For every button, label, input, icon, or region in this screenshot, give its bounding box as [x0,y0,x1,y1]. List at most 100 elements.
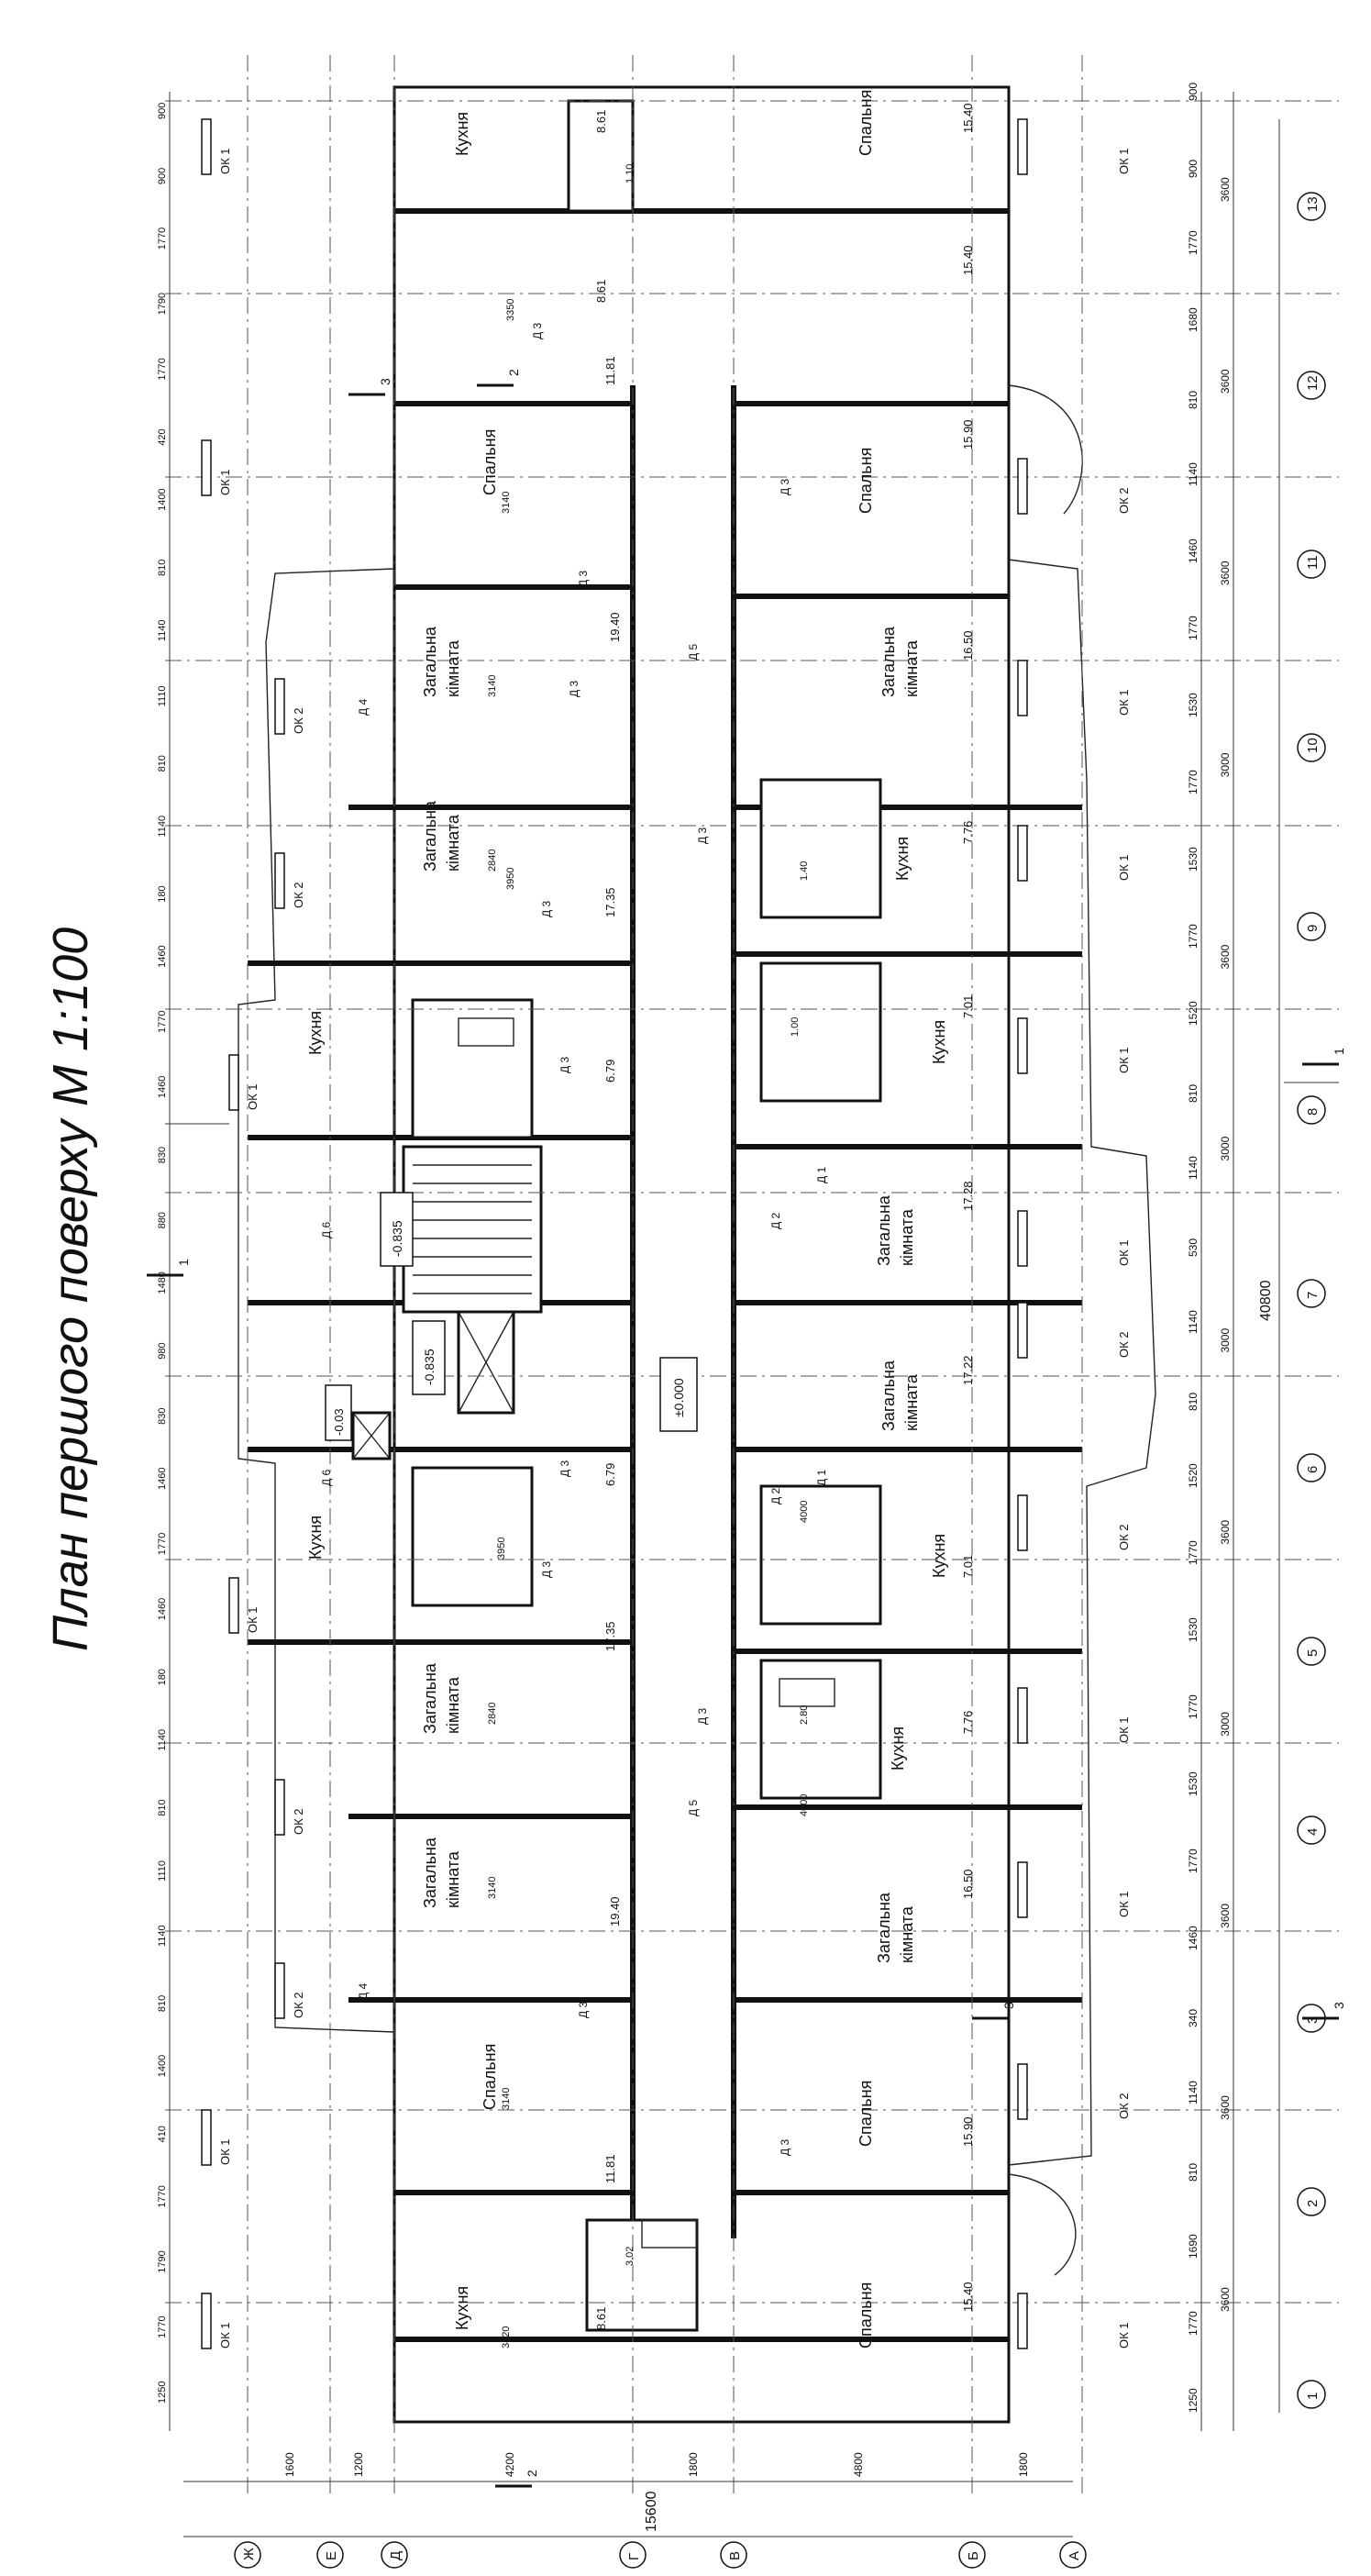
room-label-bedroom: Спальня [857,90,875,156]
top-dim-text: 1140 [157,1729,168,1751]
door-label: Д 3 [558,1460,571,1477]
side-dim-text: 4200 [503,2452,516,2477]
top-dim-text: 180 [157,885,168,902]
bottom-dim-text: 1770 [1187,1540,1200,1565]
window-label: ОК 2 [1117,1524,1131,1550]
top-dim-text: 180 [157,1669,168,1685]
axis-bubble-letter [316,2541,344,2569]
room-area: 15.40 [961,103,975,133]
room-label-living: кімната [902,1373,921,1431]
top-dim-text: 980 [157,1342,168,1359]
door-label: Д 3 [779,2139,791,2156]
window-opening [1017,825,1028,882]
top-dim-text: 1460 [157,1598,168,1620]
module-dim-text: 3600 [1219,561,1232,585]
room-label-kitchen: Кухня [306,1516,325,1560]
module-dim-text: 3000 [1219,1712,1232,1737]
window-label: ОК 2 [292,707,305,734]
window-label: ОК 1 [218,2138,232,2165]
room-area: 16.50 [961,1869,975,1899]
door-label: Д 4 [357,1983,370,2000]
door-label: Д 3 [540,1561,553,1578]
bottom-dim-text: 1520 [1187,1001,1200,1026]
bottom-dim-text: 1770 [1187,2311,1200,2336]
top-dim-text: 1110 [157,685,168,706]
side-dim-text: 1200 [352,2452,365,2477]
axis-letter-label: В [727,2551,743,2560]
room-dim-text: 3420 [501,2326,512,2348]
room-label-living: кімната [898,1905,916,1963]
room-area: 17.35 [603,1621,617,1651]
window-opening [1017,458,1028,515]
room-area: 8.61 [594,2307,608,2330]
side-dim-text: 1800 [687,2452,700,2477]
side-dim-text: 1800 [1017,2452,1030,2477]
plan-title: План першого поверху М 1:100 [43,927,98,1651]
room-area: 11.81 [603,2154,617,2183]
axis-bubble-number [1297,733,1326,762]
module-dim-text: 3600 [1219,1520,1232,1545]
top-dim-text: 830 [157,1407,168,1424]
axis-bubble-number [1297,912,1326,941]
top-dim-text: 900 [157,103,168,119]
door-label: Д 1 [815,1470,828,1486]
axis-number-label: 13 [1305,196,1321,212]
window-label: ОК 1 [1117,2322,1131,2348]
overall-width-dim: 15600 [644,2491,659,2532]
dimension-texts: 1250177016908101140340146017701530177015… [157,83,1232,2477]
room-area: 11.81 [603,356,617,385]
door-label: Д 3 [531,323,544,339]
top-dim-text: 880 [157,1212,168,1228]
axis-number-label: 6 [1305,1466,1321,1473]
bottom-dim-text: 1770 [1187,1849,1200,1873]
window-opening [1017,2293,1028,2349]
axis-bubble-letter [381,2541,408,2569]
section-mark-label: 1 [1332,1048,1346,1055]
axis-number-label: 3 [1305,2016,1321,2024]
room-label-bedroom: Спальня [481,429,499,495]
bottom-dim-text: 900 [1187,160,1200,178]
axis-bubble-letter [1059,2541,1087,2569]
bottom-dim-text: 1460 [1187,539,1200,563]
room-label-living: кімната [444,1676,462,1734]
room-label-living: Загальна [421,1662,439,1734]
room-area: 15.90 [961,419,975,450]
section-mark-label: 2 [506,369,521,376]
floor-level-mark: ±0.000 [671,1378,686,1417]
axis-bubble-letter [619,2541,647,2569]
window-label: ОК 1 [218,148,232,174]
window-label: ОК 1 [218,2322,232,2348]
window-label: ОК 2 [1117,1331,1131,1358]
top-dim-text: 810 [157,755,168,772]
axis-bubble-number [1297,1453,1326,1482]
axis-number-label: 12 [1305,375,1321,391]
top-dim-text: 810 [157,1799,168,1815]
bottom-dim-text: 1690 [1187,2234,1200,2259]
bottom-dim-text: 900 [1187,83,1200,101]
room-area: 7.76 [961,1711,975,1734]
axis-bubble-number [1297,192,1326,221]
window-opening [201,2109,212,2166]
window-opening [201,118,212,175]
bottom-dim-text: 810 [1187,1084,1200,1103]
bottom-dim-text: 1770 [1187,924,1200,949]
bathroom-area: 3.02 [625,2247,636,2266]
level-marks: ±0.000 -0.835 -0.835 -0.03 [325,1192,698,1441]
door-label: Д 5 [687,644,700,661]
bottom-dim-text: 1770 [1187,230,1200,255]
top-dim-text: 1460 [157,1076,168,1098]
bathroom-area: 1.00 [790,1017,801,1037]
room-label-bedroom: Спальня [857,448,875,514]
bottom-dim-text: 1140 [1187,1156,1200,1180]
room-area: 17.22 [961,1355,975,1385]
door-label: Д 3 [568,681,580,697]
axis-number-label: 7 [1305,1292,1321,1299]
entrance-level-mark: -0.03 [332,1408,346,1436]
room-area: 17.28 [961,1181,975,1211]
room-label-kitchen: Кухня [889,1727,907,1771]
axis-number-label: 5 [1305,1649,1321,1657]
module-dim-text: 3000 [1219,1136,1232,1160]
room-area: 19.40 [608,612,622,642]
axis-bubble-number [1297,1637,1326,1666]
module-dim-text: 3600 [1219,1904,1232,1928]
